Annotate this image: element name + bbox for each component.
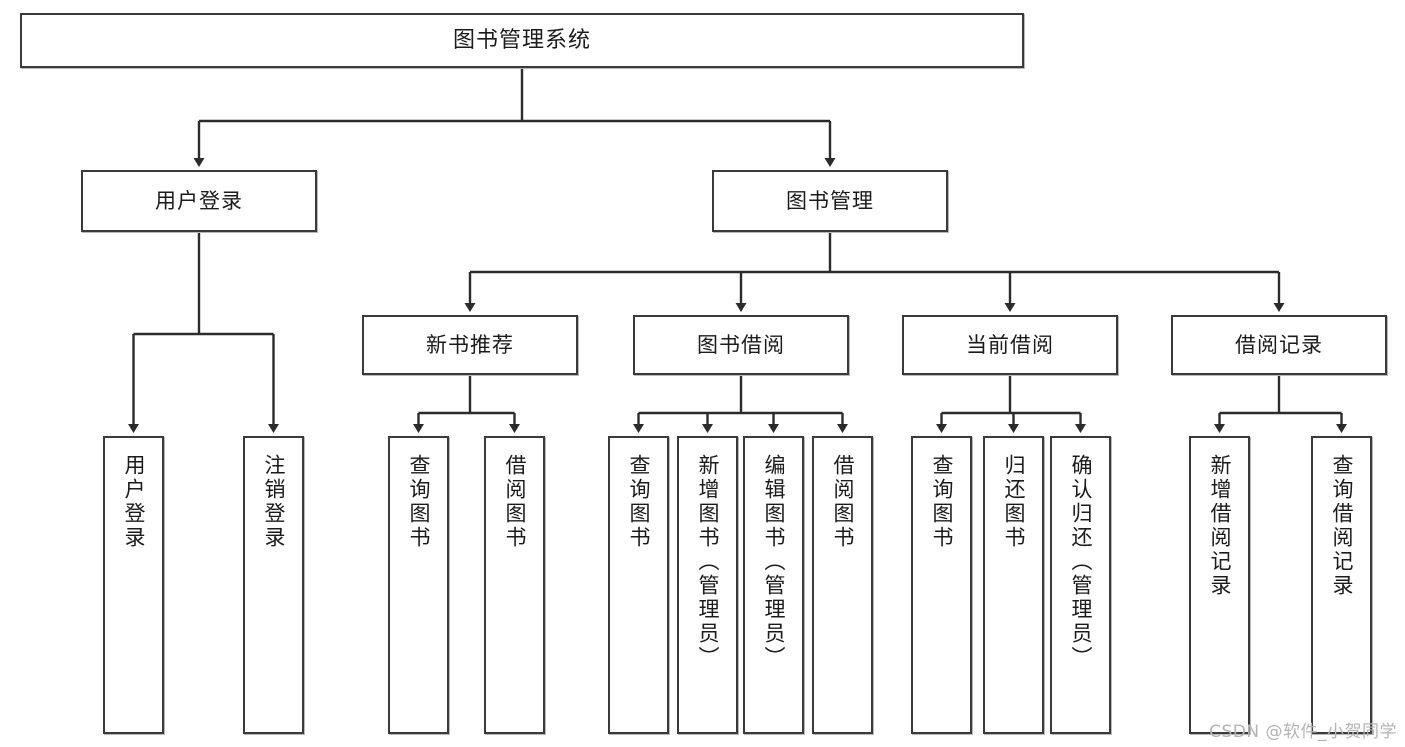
node-leaf-8[interactable]: 查询图书 — [911, 436, 972, 734]
node-leaf-2[interactable]: 查询图书 — [388, 436, 449, 734]
node-leaf-5[interactable]: 新增图书（管理员） — [677, 436, 738, 734]
node-leaf-9[interactable]: 归还图书 — [983, 436, 1044, 734]
node-leaf-11-label: 新增借阅记录 — [1207, 454, 1232, 598]
node-leaf-6[interactable]: 编辑图书（管理员） — [743, 436, 804, 734]
node-level2-1-label: 图书管理 — [786, 188, 874, 213]
node-leaf-9-label: 归还图书 — [1001, 454, 1026, 550]
node-leaf-4[interactable]: 查询图书 — [608, 436, 669, 734]
node-leaf-11[interactable]: 新增借阅记录 — [1189, 436, 1250, 734]
node-level3-1-label: 图书借阅 — [697, 332, 785, 357]
node-level2-0[interactable]: 用户登录 — [81, 170, 317, 232]
watermark: CSDN @软件_小贺同学 — [1209, 722, 1397, 742]
node-leaf-7-label: 借阅图书 — [830, 454, 855, 550]
node-leaf-7[interactable]: 借阅图书 — [812, 436, 873, 734]
node-root-label: 图书管理系统 — [452, 27, 591, 53]
node-leaf-12[interactable]: 查询借阅记录 — [1311, 436, 1372, 734]
node-leaf-10[interactable]: 确认归还（管理员） — [1050, 436, 1111, 734]
node-leaf-2-label: 查询图书 — [406, 454, 431, 550]
node-leaf-0-label: 用户登录 — [121, 454, 146, 550]
node-leaf-3[interactable]: 借阅图书 — [484, 436, 545, 734]
node-leaf-12-label: 查询借阅记录 — [1329, 454, 1354, 598]
node-leaf-10-label: 确认归还（管理员） — [1068, 454, 1093, 670]
node-level3-0-label: 新书推荐 — [426, 332, 514, 357]
node-level3-3-label: 借阅记录 — [1235, 332, 1323, 357]
node-level3-1[interactable]: 图书借阅 — [633, 315, 849, 375]
node-leaf-0[interactable]: 用户登录 — [103, 436, 164, 734]
node-leaf-8-label: 查询图书 — [929, 454, 954, 550]
node-leaf-6-label: 编辑图书（管理员） — [761, 454, 786, 670]
node-level3-2[interactable]: 当前借阅 — [902, 315, 1118, 375]
node-root[interactable]: 图书管理系统 — [20, 13, 1024, 68]
node-level3-0[interactable]: 新书推荐 — [362, 315, 578, 375]
node-level3-2-label: 当前借阅 — [966, 332, 1054, 357]
node-level2-1[interactable]: 图书管理 — [712, 170, 948, 232]
node-leaf-5-label: 新增图书（管理员） — [695, 454, 720, 670]
node-level2-0-label: 用户登录 — [155, 188, 243, 213]
node-leaf-4-label: 查询图书 — [626, 454, 651, 550]
node-leaf-1[interactable]: 注销登录 — [243, 436, 304, 734]
node-level3-3[interactable]: 借阅记录 — [1171, 315, 1387, 375]
node-leaf-3-label: 借阅图书 — [502, 454, 527, 550]
node-leaf-1-label: 注销登录 — [261, 454, 286, 550]
